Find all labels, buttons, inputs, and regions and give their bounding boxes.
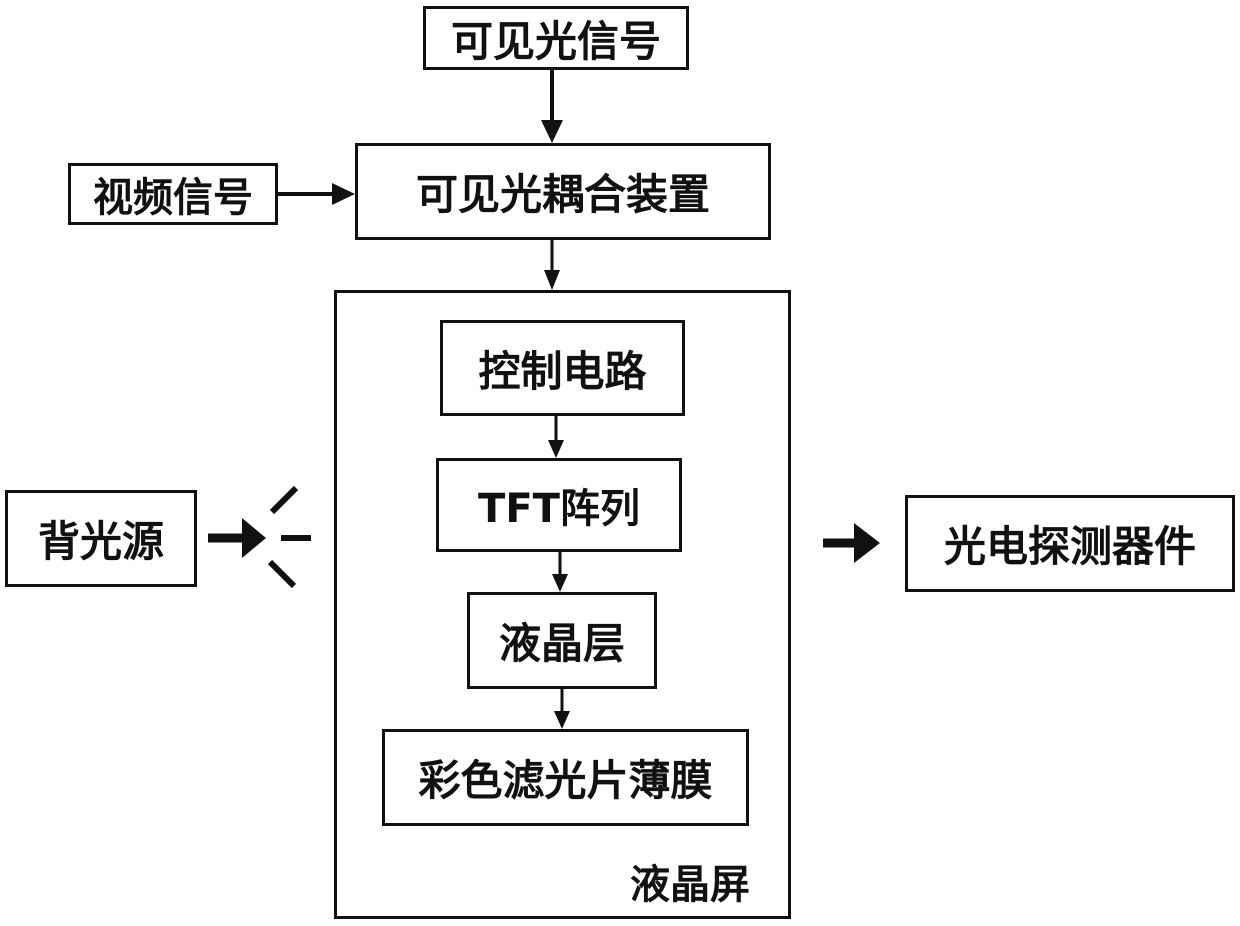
arrowhead-to-photodetector — [854, 523, 880, 563]
light-ray-lower — [270, 562, 294, 586]
arrowhead-coupling-to-lcd — [544, 270, 560, 290]
arrowhead-backlight — [242, 518, 266, 558]
arrowhead-control-to-tft — [548, 440, 564, 458]
light-ray-upper — [272, 488, 296, 512]
arrowhead-signal-to-coupling — [541, 120, 563, 143]
arrowhead-lc-to-filter — [554, 711, 570, 729]
arrowhead-tft-to-lc — [552, 574, 568, 592]
arrowhead-video-to-coupling — [332, 183, 355, 205]
